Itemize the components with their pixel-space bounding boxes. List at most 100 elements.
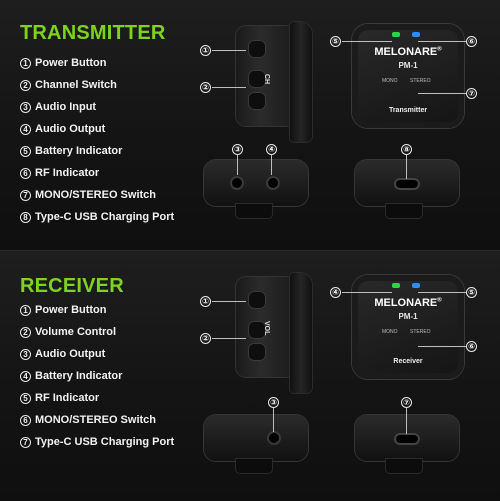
item-number: 2: [20, 79, 31, 91]
power-button: [248, 291, 266, 309]
item-label: Audio Output: [35, 348, 106, 360]
callout-2: ②: [200, 82, 211, 93]
item-number: 1: [20, 57, 31, 69]
usb-c-port: [396, 435, 418, 443]
list-item: 1 Power Button: [20, 299, 174, 321]
side-label: CH: [263, 74, 270, 85]
callout-8: ⑧: [401, 144, 412, 155]
leader-line: [212, 50, 246, 51]
audio-output-jack: [268, 178, 278, 188]
callout-2: ②: [200, 333, 211, 344]
volume-button-down: [248, 343, 266, 361]
power-button: [248, 40, 266, 58]
battery-led: [392, 283, 400, 288]
leader-line: [342, 292, 392, 293]
transmitter-side-view: CH: [236, 22, 312, 142]
stereo-label: STEREO: [410, 78, 431, 84]
usb-c-port: [396, 180, 418, 188]
callout-5: ⑤: [330, 36, 341, 47]
channel-button-up: [248, 70, 266, 88]
brand-text: MELONARE: [374, 297, 438, 309]
volume-button-up: [248, 321, 266, 339]
battery-led: [392, 32, 400, 37]
item-label: Volume Control: [35, 326, 117, 338]
audio-output-jack: [269, 433, 279, 443]
leader-line: [418, 292, 466, 293]
item-number: 3: [20, 101, 31, 113]
brand-logo: MELONARE®: [352, 297, 464, 309]
registered-mark: ®: [437, 46, 442, 53]
clip-foot: [386, 459, 422, 473]
receiver-bottom-view-usb: [355, 415, 459, 461]
callout-4: ④: [266, 144, 277, 155]
item-label: Type-C USB Charging Port: [35, 436, 175, 448]
rf-led: [412, 283, 420, 288]
receiver-panel: RECEIVER 1 Power Button 2 Volume Control 3…: [0, 250, 500, 501]
list-item: 1 Power Button: [20, 52, 174, 74]
device-name: Transmitter: [388, 107, 428, 114]
item-number: 5: [20, 392, 31, 404]
item-number: 3: [20, 348, 31, 360]
clip: [290, 273, 312, 393]
brand-logo: MELONARE®: [352, 46, 464, 58]
receiver-bottom-view-jack: [204, 415, 308, 461]
leader-line: [418, 346, 466, 347]
callout-5: ⑤: [466, 287, 477, 298]
device-name: Receiver: [393, 358, 423, 365]
item-number: 2: [20, 326, 31, 338]
item-label: RF Indicator: [35, 392, 100, 404]
list-item: 2 Volume Control: [20, 321, 174, 343]
item-label: RF Indicator: [35, 167, 100, 179]
item-label: MONO/STEREO Switch: [35, 189, 157, 201]
leader-line: [418, 93, 466, 94]
model-label: PM-1: [398, 312, 418, 321]
rf-led: [412, 32, 420, 37]
item-number: 5: [20, 145, 31, 157]
leader-line: [212, 301, 246, 302]
leader-line: [212, 338, 246, 339]
model-label: PM-1: [398, 61, 418, 70]
leader-line: [271, 155, 272, 175]
transmitter-bottom-view-usb: [355, 160, 459, 206]
item-label: Power Button: [35, 304, 107, 316]
clip: [290, 22, 312, 142]
leader-line: [273, 408, 274, 432]
receiver-heading: RECEIVER: [20, 275, 124, 297]
callout-7: ⑦: [401, 397, 412, 408]
callout-1: ①: [200, 45, 211, 56]
clip-foot: [236, 459, 272, 473]
transmitter-front-view: MELONARE® PM-1 MONO STEREO Transmitter: [352, 24, 464, 128]
leader-line: [237, 155, 238, 175]
callout-7: ⑦: [466, 88, 477, 99]
item-label: Type-C USB Charging Port: [35, 211, 175, 223]
item-label: MONO/STEREO Switch: [35, 414, 157, 426]
leader-line: [212, 87, 246, 88]
item-label: Power Button: [35, 57, 107, 69]
list-item: 5 Battery Indicator: [20, 140, 174, 162]
leader-line: [406, 408, 407, 434]
callout-3: ③: [232, 144, 243, 155]
clip-foot: [236, 204, 272, 218]
item-number: 1: [20, 304, 31, 316]
mono-label: MONO: [382, 78, 398, 84]
audio-input-jack: [232, 178, 242, 188]
channel-button-down: [248, 92, 266, 110]
callout-1: ①: [200, 296, 211, 307]
stereo-label: STEREO: [410, 329, 431, 335]
registered-mark: ®: [437, 297, 442, 304]
side-label: VOL: [263, 321, 270, 336]
item-label: Battery Indicator: [35, 145, 123, 157]
list-item: 5 RF Indicator: [20, 387, 174, 409]
leader-line: [418, 41, 466, 42]
clip-foot: [386, 204, 422, 218]
callout-6: ⑥: [466, 36, 477, 47]
